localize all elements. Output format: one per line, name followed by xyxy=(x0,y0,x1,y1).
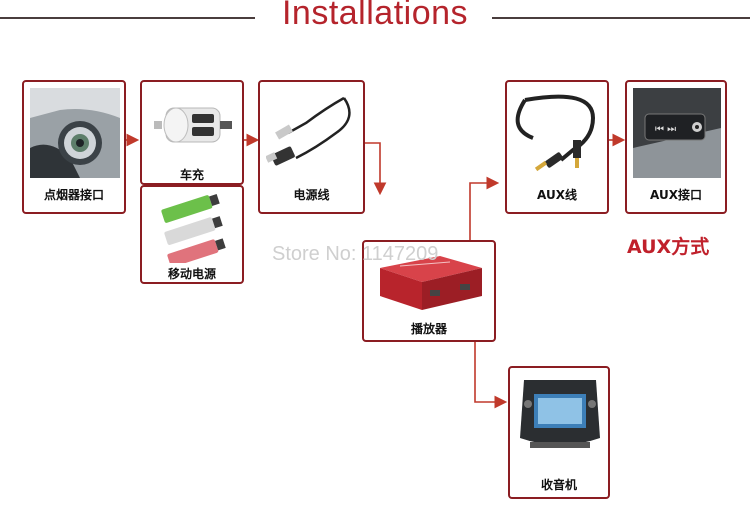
car-charger-label: 车充 xyxy=(179,168,204,182)
cigarette-socket-image xyxy=(30,88,120,178)
store-watermark: Store No: 1147209 xyxy=(272,243,439,265)
power-cable-image xyxy=(266,96,351,166)
header-rule-left xyxy=(0,17,255,19)
aux-method-text: AUX方式 xyxy=(627,236,710,258)
power-cable-label: 电源线 xyxy=(293,188,330,202)
box-player: 播放器 xyxy=(362,240,496,342)
arrow-player-to-aux xyxy=(469,176,500,240)
radio-image xyxy=(520,380,600,448)
car-charger-image xyxy=(154,107,232,143)
arrow-cable-to-player xyxy=(365,142,387,196)
player-label: 播放器 xyxy=(410,322,447,336)
box-car-charger: 车充 xyxy=(140,80,244,185)
radio-label: 收音机 xyxy=(540,478,577,492)
aux-cable-label: AUX线 xyxy=(537,188,577,202)
box-radio: 收音机 xyxy=(508,366,610,499)
page-title: Installations xyxy=(281,0,469,32)
arrow-player-to-radio xyxy=(474,340,508,409)
box-aux-cable: AUX线 xyxy=(505,80,609,214)
box-aux-port: ⏮ ⏭ AUX接口 xyxy=(625,80,727,214)
box-power-bank: 移动电源 xyxy=(140,185,244,284)
cigarette-socket-label: 点烟器接口 xyxy=(43,188,104,202)
svg-text:⏮ ⏭: ⏮ ⏭ xyxy=(655,124,676,135)
power-bank-label: 移动电源 xyxy=(167,267,216,281)
aux-port-image: ⏮ ⏭ xyxy=(633,88,721,178)
player-image xyxy=(380,256,482,310)
power-bank-image xyxy=(161,194,226,263)
box-cigarette-socket: 点烟器接口 xyxy=(22,80,126,214)
aux-port-label: AUX接口 xyxy=(650,188,702,202)
aux-cable-image xyxy=(515,94,596,172)
header-rule-right xyxy=(492,17,750,19)
box-power-cable: 电源线 xyxy=(258,80,365,214)
